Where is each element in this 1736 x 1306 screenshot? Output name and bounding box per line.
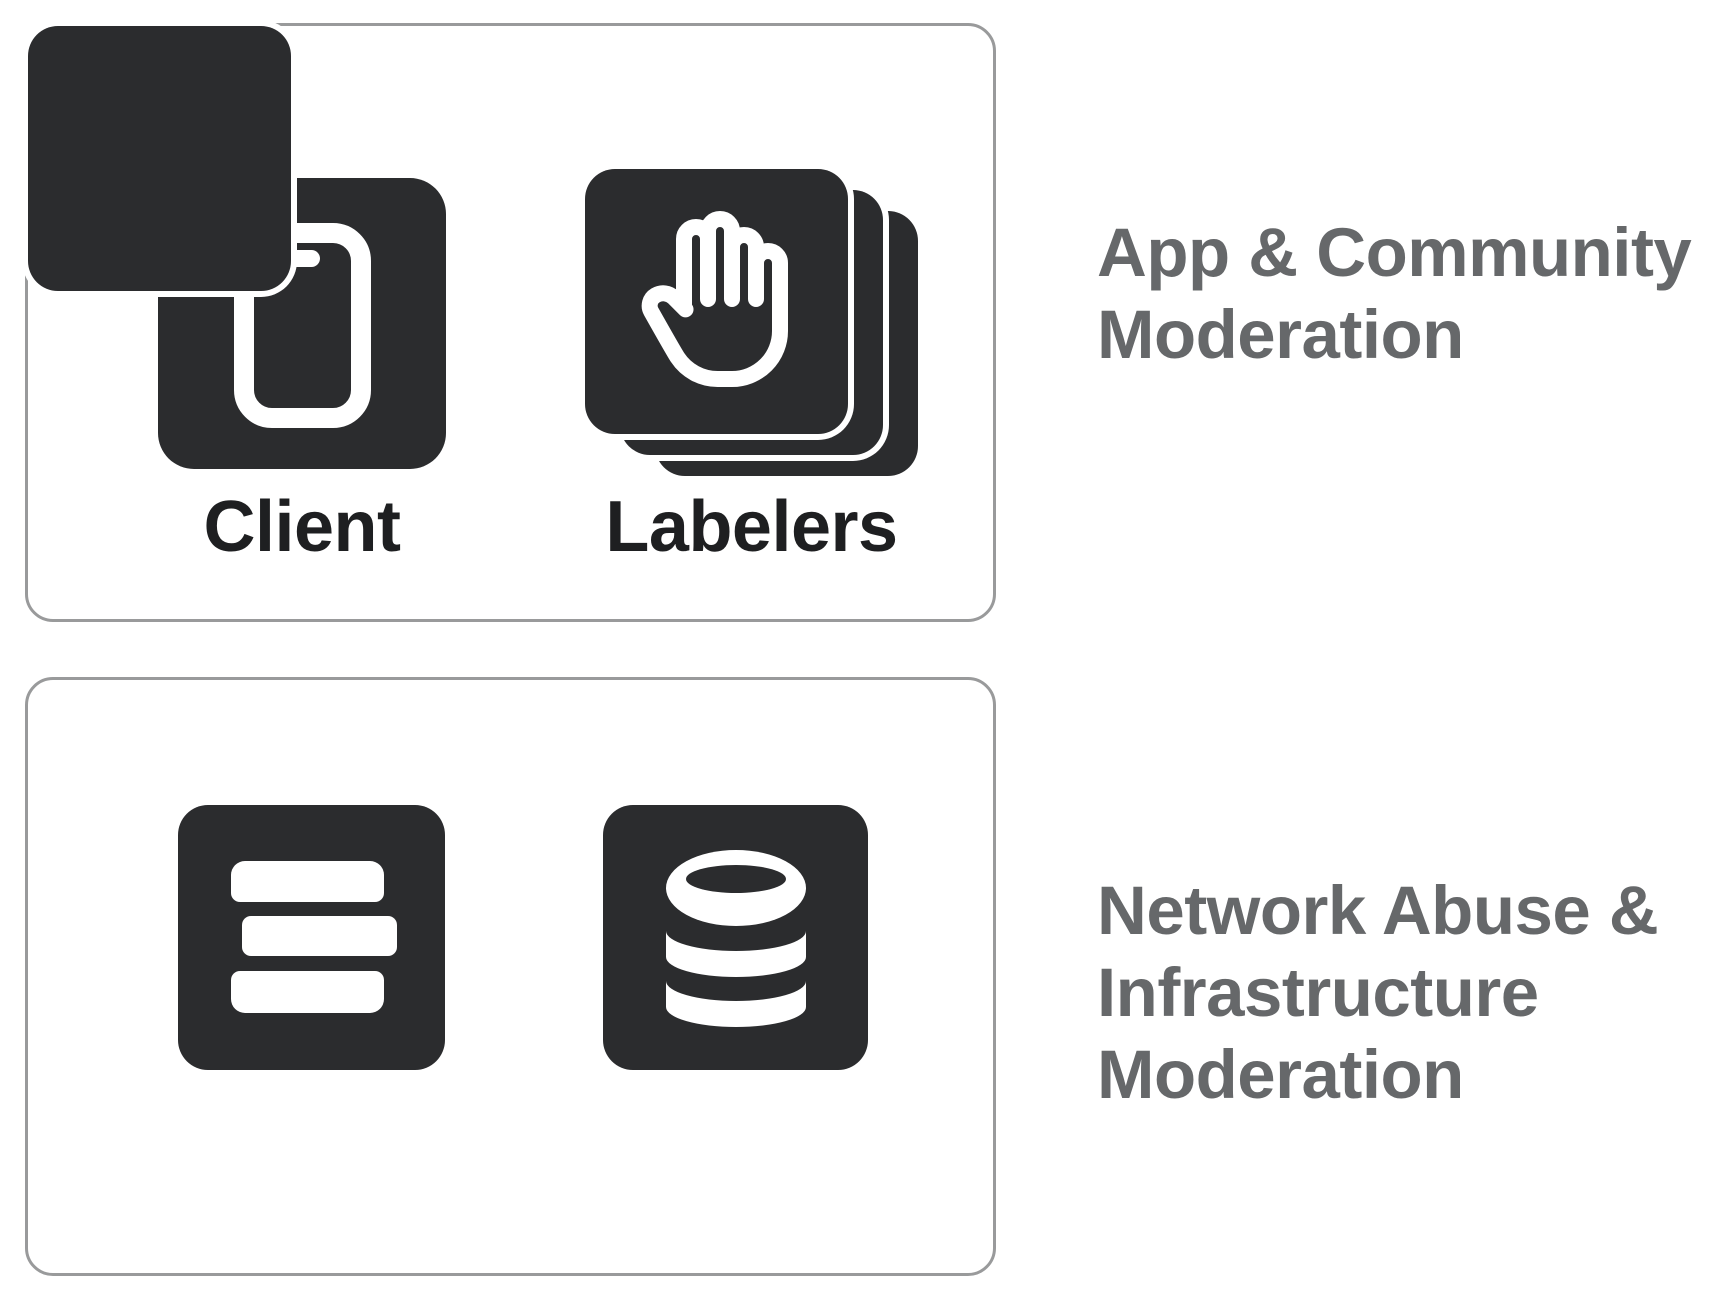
stack-bar-bottom [231, 971, 384, 1013]
caption-app-community: App & Community Moderation [1097, 212, 1727, 376]
caption-line: Network Abuse & [1097, 872, 1659, 949]
phone-camera-pill [285, 250, 320, 267]
relay-card [178, 805, 445, 1070]
labelers-label: Labelers [605, 487, 898, 567]
caption-network-infrastructure: Network Abuse & Infrastructure Moderatio… [1097, 870, 1727, 1116]
labelers-stack-card-back [28, 26, 291, 291]
client-label: Client [203, 487, 401, 567]
caption-line: Infrastructure [1097, 954, 1539, 1031]
caption-line: App & Community [1097, 214, 1692, 291]
stack-bar-top [231, 861, 384, 902]
appview-card [603, 805, 868, 1070]
stack-bar-middle [242, 916, 397, 956]
database-icon [666, 850, 806, 1027]
hand-stop-icon [641, 211, 788, 388]
panel-app-community: Client Labelers [25, 23, 996, 622]
panel-network-infrastructure: Relay AppView [25, 677, 996, 1276]
labelers-stack-card-front [585, 169, 848, 434]
caption-line: Moderation [1097, 1036, 1464, 1113]
caption-line: Moderation [1097, 296, 1464, 373]
